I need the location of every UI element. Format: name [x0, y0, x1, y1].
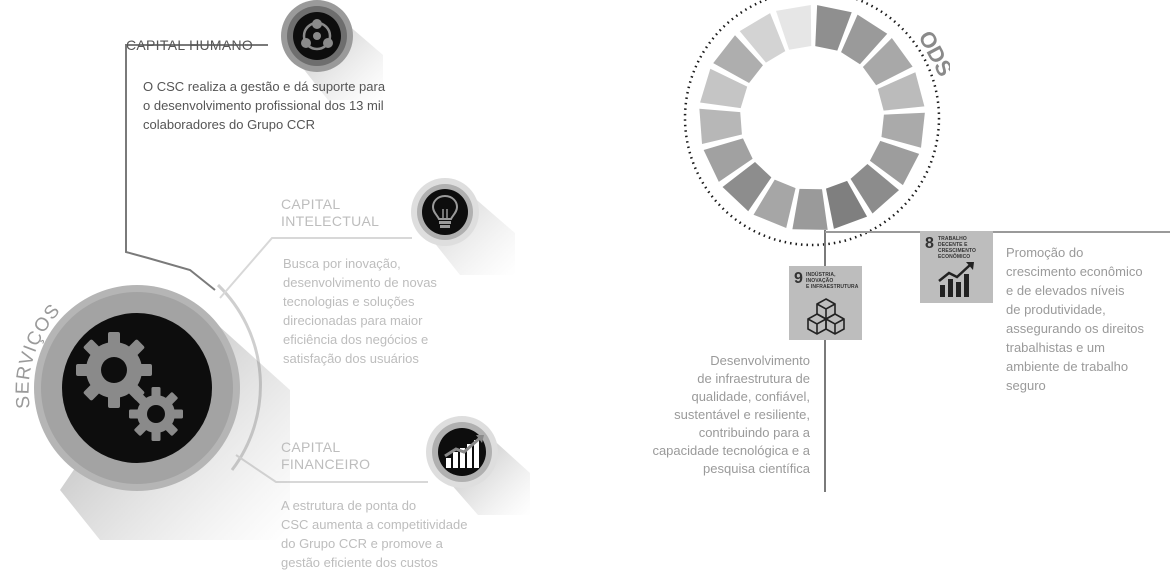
svg-text:SERVIÇOS: SERVIÇOS [13, 300, 65, 410]
text-line: pesquisa científica [703, 461, 810, 476]
text-line: do Grupo CCR e promove a [281, 536, 443, 551]
text-line: Busca por inovação, [283, 256, 401, 271]
ods-wheel-segments [699, 5, 925, 230]
ods-wheel-segment [815, 5, 852, 51]
people-network-icon [301, 19, 333, 51]
title-line: CRESCIMENTO [938, 248, 976, 254]
ods-label: ODS [914, 27, 950, 81]
growth-chart-icon [444, 435, 484, 468]
ods-wheel-segment [700, 68, 748, 109]
ods-dotted-ring [683, 0, 941, 247]
title-line: TRABALHO DECENTE E [938, 236, 968, 248]
text-line: crescimento econômico [1006, 264, 1143, 279]
ods-wheel-segment [881, 112, 925, 148]
sdg-8-text: Promoção do crescimento econômico e de e… [1006, 243, 1170, 395]
capital-intelectual-text: Busca por inovação, desenvolvimento de n… [283, 254, 483, 368]
ods-wheel-segment [792, 188, 828, 230]
text-line: trabalhistas e um [1006, 340, 1105, 355]
title-line: CAPITAL [281, 439, 341, 455]
text-line: desenvolvimento de novas [283, 275, 437, 290]
title-line: INDÚSTRIA, INOVAÇÃO [806, 272, 836, 284]
text-line: seguro [1006, 378, 1046, 393]
title-line: CAPITAL [281, 196, 341, 212]
intelectual-icon-badge [411, 178, 515, 275]
ods-wheel: ODS [683, 0, 950, 247]
text-line: eficiência dos negócios e [283, 332, 429, 347]
title-line: FINANCEIRO [281, 456, 371, 472]
title-line: ECONÔMICO [938, 254, 971, 260]
capital-humano-title: CAPITAL HUMANO [126, 37, 254, 53]
text-line: o desenvolvimento profissional dos 13 mi… [143, 98, 384, 113]
capital-humano-text: O CSC realiza a gestão e dá suporte para… [143, 77, 453, 134]
text-line: de infraestrutura de [697, 371, 810, 386]
text-line: O CSC realiza a gestão e dá suporte para [143, 79, 386, 94]
gears-icon [76, 332, 183, 441]
sdg-8-number: 8 [925, 235, 934, 252]
ods-wheel-segment [841, 14, 888, 65]
ods-wheel-segment [869, 140, 920, 186]
text-line: ambiente de trabalho [1006, 359, 1129, 374]
ods-wheel-segment [776, 5, 812, 50]
text-line: de produtividade, [1006, 302, 1106, 317]
capital-intelectual-title: CAPITAL INTELECTUAL [281, 196, 379, 230]
text-line: A estrutura de ponta do [281, 498, 417, 513]
ods-wheel-segment [862, 38, 913, 86]
ods-wheel-segment [722, 161, 772, 212]
ods-wheel-segment [739, 13, 786, 63]
sdg-9-text: Desenvolvimento de infraestrutura de qua… [610, 352, 810, 478]
ods-wheel-segment [753, 179, 796, 229]
text-line: tecnologias e soluções [283, 294, 415, 309]
text-line: CSC aumenta a competitividade [281, 517, 468, 532]
text-line: contribuindo para a [698, 425, 810, 440]
ods-wheel-segment [703, 138, 753, 182]
text-line: direcionadas para maior [283, 313, 423, 328]
lightbulb-icon [431, 194, 459, 228]
sdg-9-title: INDÚSTRIA, INOVAÇÃO E INFRAESTRUTURA [806, 272, 861, 290]
text-line: capacidade tecnológica e a [652, 443, 810, 458]
text-line: sustentável e resiliente, [674, 407, 810, 422]
text-line: qualidade, confiável, [691, 389, 810, 404]
text-line: Promoção do [1006, 245, 1084, 260]
text-line: assegurando os direitos [1006, 321, 1145, 336]
ods-wheel-segment [877, 72, 925, 111]
text-line: gestão eficiente dos custos [281, 555, 438, 570]
sdg-9-card: 9 INDÚSTRIA, INOVAÇÃO E INFRAESTRUTURA [789, 266, 862, 340]
ods-wheel-segment [699, 108, 742, 144]
ods-wheel-segment [713, 35, 763, 84]
sdg-8-title: TRABALHO DECENTE E CRESCIMENTO ECONÔMICO [938, 236, 992, 260]
sdg-8-card: 8 TRABALHO DECENTE E CRESCIMENTO ECONÔMI… [920, 231, 993, 303]
text-line: colaboradores do Grupo CCR [143, 117, 315, 132]
text-line: satisfação dos usuários [283, 351, 419, 366]
title-line: INTELECTUAL [281, 213, 380, 229]
growth-bars-icon [938, 262, 974, 297]
capital-financeiro-title: CAPITAL FINANCEIRO [281, 439, 370, 473]
ods-wheel-segment [850, 163, 899, 214]
text-line: Desenvolvimento [710, 353, 810, 368]
cubes-icon [807, 298, 845, 335]
servicos-label: SERVIÇOS [13, 300, 65, 410]
sdg-9-number: 9 [794, 270, 803, 287]
ods-wheel-segment [825, 180, 868, 229]
text-line: e de elevados níveis [1006, 283, 1125, 298]
capital-financeiro-text: A estrutura de ponta do CSC aumenta a co… [281, 496, 531, 572]
title-line: E INFRAESTRUTURA [806, 284, 859, 290]
